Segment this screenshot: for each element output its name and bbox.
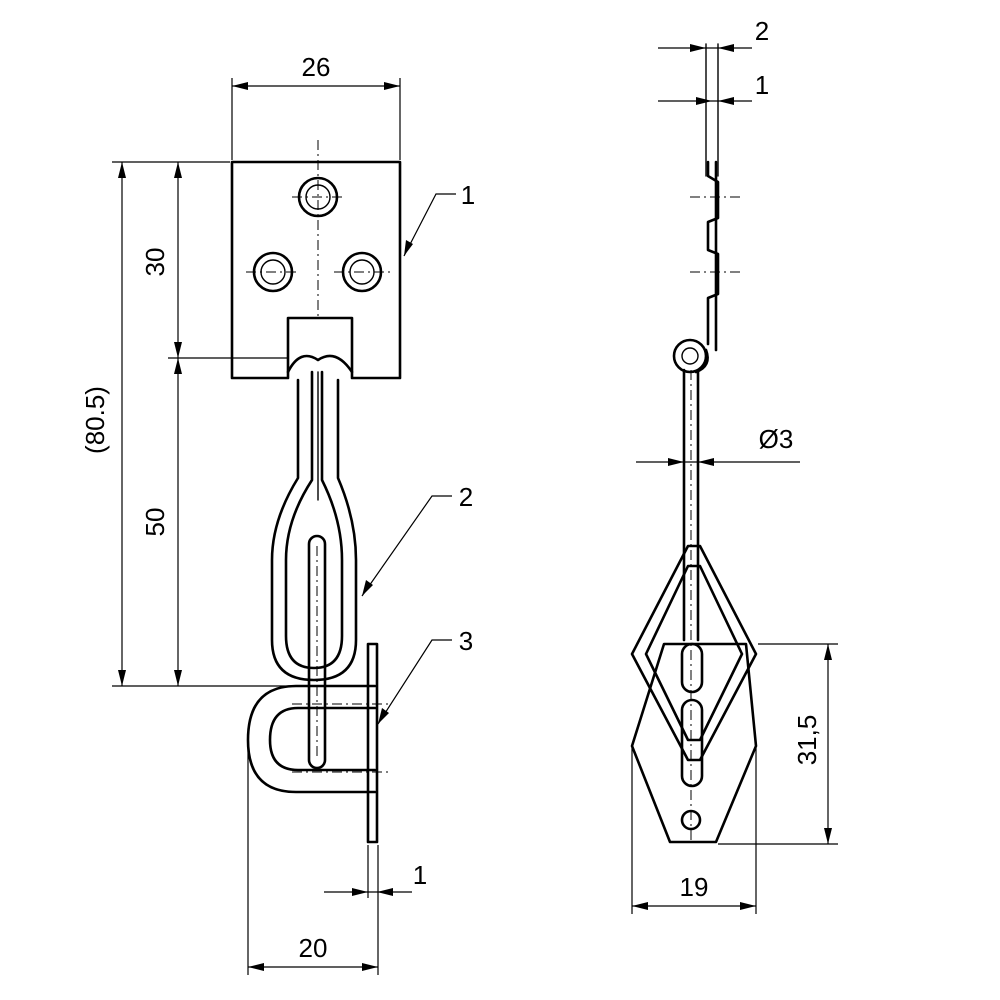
dim-front-upper: 30 bbox=[140, 162, 182, 358]
dim-lock-width-label: 19 bbox=[680, 872, 709, 902]
staple bbox=[246, 642, 392, 844]
dim-front-upper-label: 30 bbox=[140, 248, 170, 277]
dim-lock-height-label: 31,5 bbox=[792, 715, 822, 766]
dim-front-width-label: 26 bbox=[302, 52, 331, 82]
callout-2: 2 bbox=[361, 482, 473, 597]
side-diamond-loop bbox=[630, 544, 758, 762]
dim-front-width: 26 bbox=[231, 52, 401, 160]
front-view: 26 30 50 (80.5) bbox=[80, 52, 475, 975]
dim-lock-height: 31,5 bbox=[718, 643, 838, 845]
dim-front-lower-label: 50 bbox=[140, 508, 170, 537]
dim-front-total-label: (80.5) bbox=[80, 386, 110, 454]
callout-3: 3 bbox=[377, 626, 473, 725]
dim-side-thickness-inner: 1 bbox=[658, 70, 769, 105]
side-wire-rod bbox=[682, 368, 700, 840]
hasp-base-plate bbox=[230, 160, 402, 380]
side-hinge bbox=[672, 338, 709, 374]
dim-side-thickness-inner-label: 1 bbox=[755, 70, 769, 100]
side-plate bbox=[690, 43, 744, 352]
callout-1: 1 bbox=[403, 180, 475, 257]
dim-staple-thickness-label: 1 bbox=[413, 860, 427, 890]
dim-wire-diameter-label: Ø3 bbox=[759, 424, 794, 454]
dim-lock-width: 19 bbox=[631, 748, 757, 914]
dim-staple-thickness: 1 bbox=[324, 845, 427, 898]
side-lock-body bbox=[630, 642, 758, 844]
side-view: Ø3 2 1 bbox=[630, 16, 838, 914]
dim-side-thickness-outer: 2 bbox=[658, 16, 769, 52]
callout-1-label: 1 bbox=[461, 180, 475, 210]
dim-front-total: (80.5) bbox=[80, 162, 126, 686]
dim-staple-depth: 20 bbox=[247, 745, 379, 975]
callout-2-label: 2 bbox=[459, 482, 473, 512]
dim-wire-diameter: Ø3 bbox=[636, 424, 800, 466]
dim-front-lower: 50 bbox=[140, 358, 182, 686]
dim-side-thickness-outer-label: 2 bbox=[755, 16, 769, 46]
wire-hasp bbox=[270, 370, 358, 770]
dim-staple-depth-label: 20 bbox=[299, 933, 328, 963]
callout-3-label: 3 bbox=[459, 626, 473, 656]
